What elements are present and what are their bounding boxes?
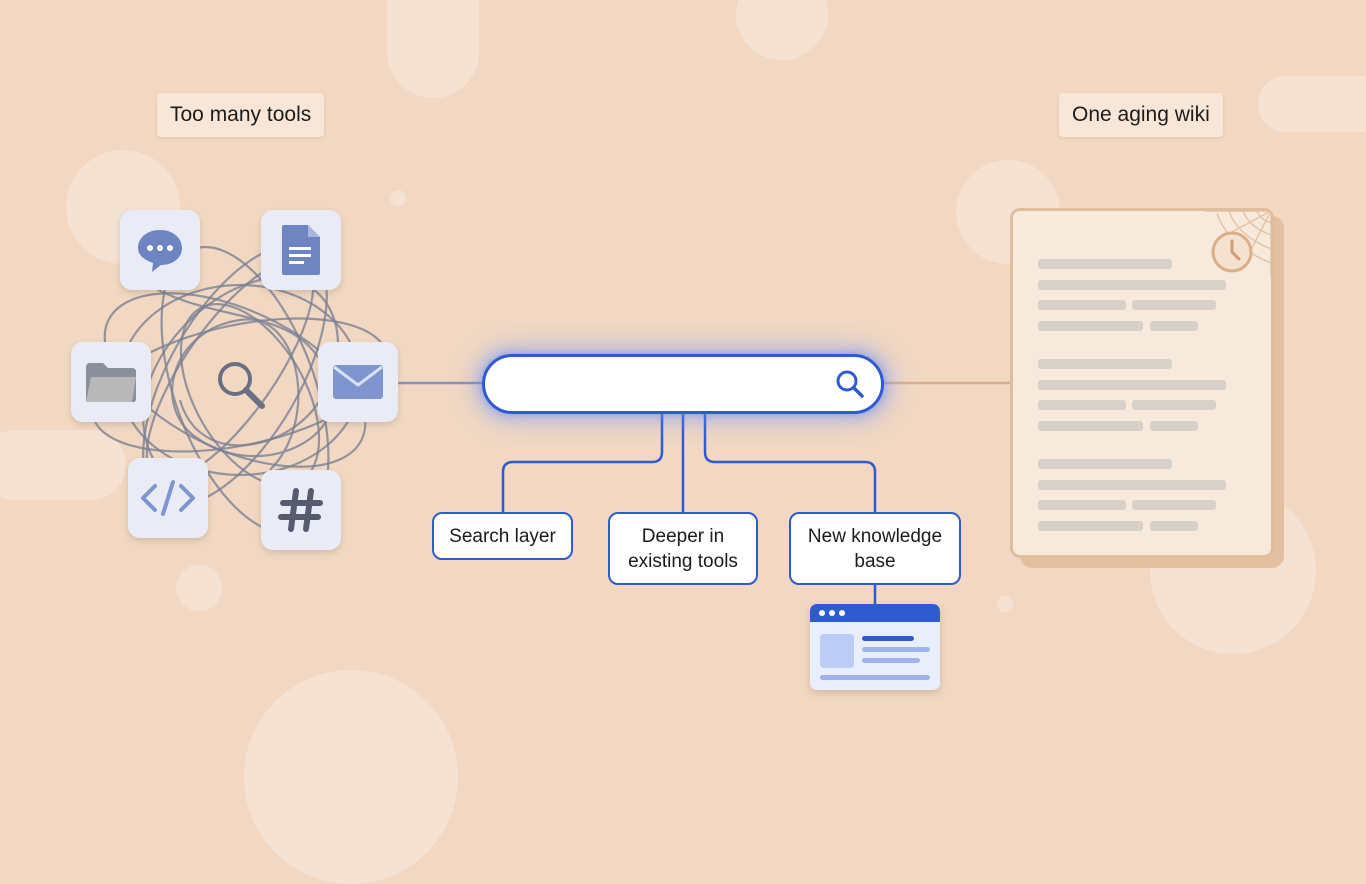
wiki-document xyxy=(1010,208,1274,558)
doc-line xyxy=(1038,259,1172,269)
doc-line xyxy=(1038,400,1126,410)
doc-line xyxy=(1038,380,1226,390)
doc-line xyxy=(1038,359,1172,369)
hashtag-icon xyxy=(278,488,323,532)
tool-tile-hashtag[interactable] xyxy=(261,470,341,550)
connector-lines xyxy=(398,381,1010,606)
window-text-line xyxy=(862,636,914,641)
window-image-placeholder xyxy=(820,634,854,668)
branch-search-layer[interactable]: Search layer xyxy=(432,512,573,560)
document-icon xyxy=(282,225,320,275)
code-icon xyxy=(141,480,195,516)
tool-tile-chat[interactable] xyxy=(120,210,200,290)
window-dot xyxy=(829,610,835,616)
doc-line xyxy=(1038,459,1172,469)
folder-icon xyxy=(86,363,136,402)
one-aging-wiki-label: One aging wiki xyxy=(1059,93,1223,137)
background-shape xyxy=(176,565,222,611)
doc-line xyxy=(1038,300,1126,310)
doc-line xyxy=(1132,400,1216,410)
doc-line xyxy=(1038,280,1226,290)
window-titlebar xyxy=(810,604,940,622)
doc-line xyxy=(1038,321,1143,331)
doc-line xyxy=(1150,421,1198,431)
tool-tile-document[interactable] xyxy=(261,210,341,290)
tool-tile-code[interactable] xyxy=(128,458,208,538)
branch-connector-knowledge-base xyxy=(703,410,877,513)
magnifier-icon xyxy=(218,362,265,409)
doc-line xyxy=(1132,500,1216,510)
background-shape xyxy=(997,596,1013,612)
window-text-line xyxy=(862,658,920,663)
tool-tile-mail[interactable] xyxy=(318,342,398,422)
doc-line xyxy=(1132,300,1216,310)
doc-line xyxy=(1038,500,1126,510)
background-shape xyxy=(0,430,126,500)
branch-connector-search-layer xyxy=(501,410,664,513)
branch-new-knowledge-base[interactable]: New knowledge base xyxy=(789,512,961,585)
window-text-line xyxy=(820,675,930,680)
central-search-bar[interactable] xyxy=(482,354,884,414)
doc-line xyxy=(1038,521,1143,531)
background-shape xyxy=(1258,76,1366,132)
mail-icon xyxy=(333,365,383,399)
doc-line xyxy=(1150,521,1198,531)
doc-line xyxy=(1038,480,1226,490)
search-icon xyxy=(836,370,864,398)
window-dot xyxy=(839,610,845,616)
tool-tile-folder[interactable] xyxy=(71,342,151,422)
window-text-line xyxy=(862,647,930,652)
chat-bubble-icon xyxy=(138,230,182,272)
too-many-tools-label: Too many tools xyxy=(157,93,325,137)
background-shape xyxy=(387,0,479,98)
knowledge-base-window-icon xyxy=(810,604,940,690)
doc-line xyxy=(1038,421,1143,431)
branch-deeper-in-existing-tools[interactable]: Deeper in existing tools xyxy=(608,512,758,585)
background-shape xyxy=(390,190,406,206)
clock-icon xyxy=(1211,231,1253,273)
window-dot xyxy=(819,610,825,616)
doc-line xyxy=(1150,321,1198,331)
